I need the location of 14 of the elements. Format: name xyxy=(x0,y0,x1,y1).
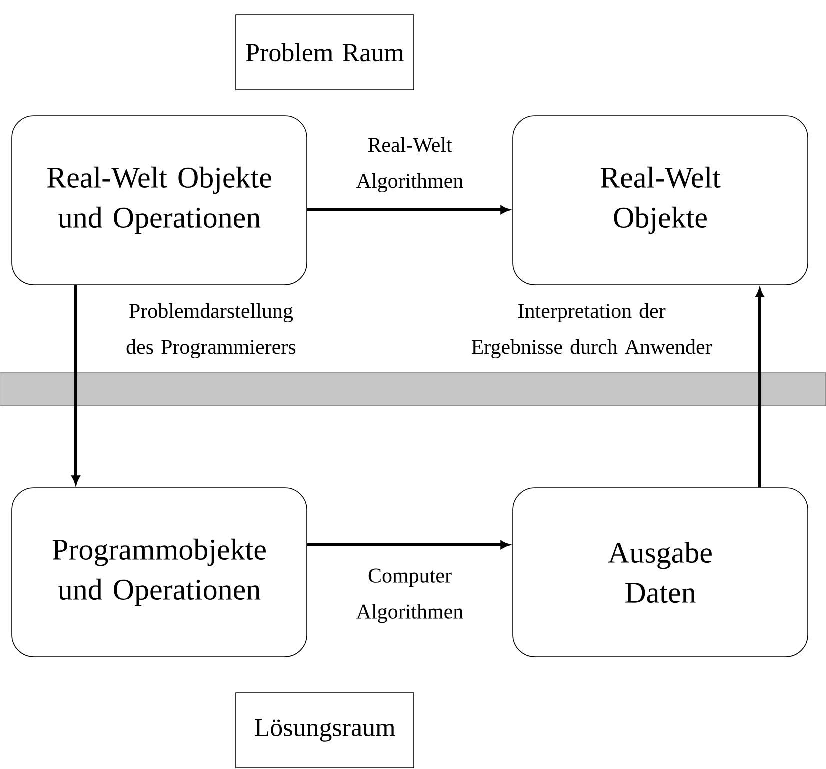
edge-label: Real-Welt Algorithmen xyxy=(356,137,464,193)
heading-box: Problem Raum xyxy=(236,14,414,90)
edge-label: Problemdarstellung des Programmierers xyxy=(126,303,296,359)
edge-label: Computer Algorithmen xyxy=(356,568,464,624)
arrow xyxy=(307,541,510,549)
heading-box: Lösungsraum xyxy=(236,692,414,768)
arrow xyxy=(72,285,80,484)
process-box: Ausgabe Daten xyxy=(512,488,808,658)
arrow xyxy=(756,288,764,488)
edge-label: Interpretation der Ergebnisse durch Anwender xyxy=(472,303,712,359)
arrow xyxy=(307,206,510,214)
process-box: Programmobjekte und Operationen xyxy=(12,488,308,658)
process-box: Real-Welt Objekte und Operationen xyxy=(12,116,308,286)
process-box: Real-Welt Objekte xyxy=(512,116,808,286)
